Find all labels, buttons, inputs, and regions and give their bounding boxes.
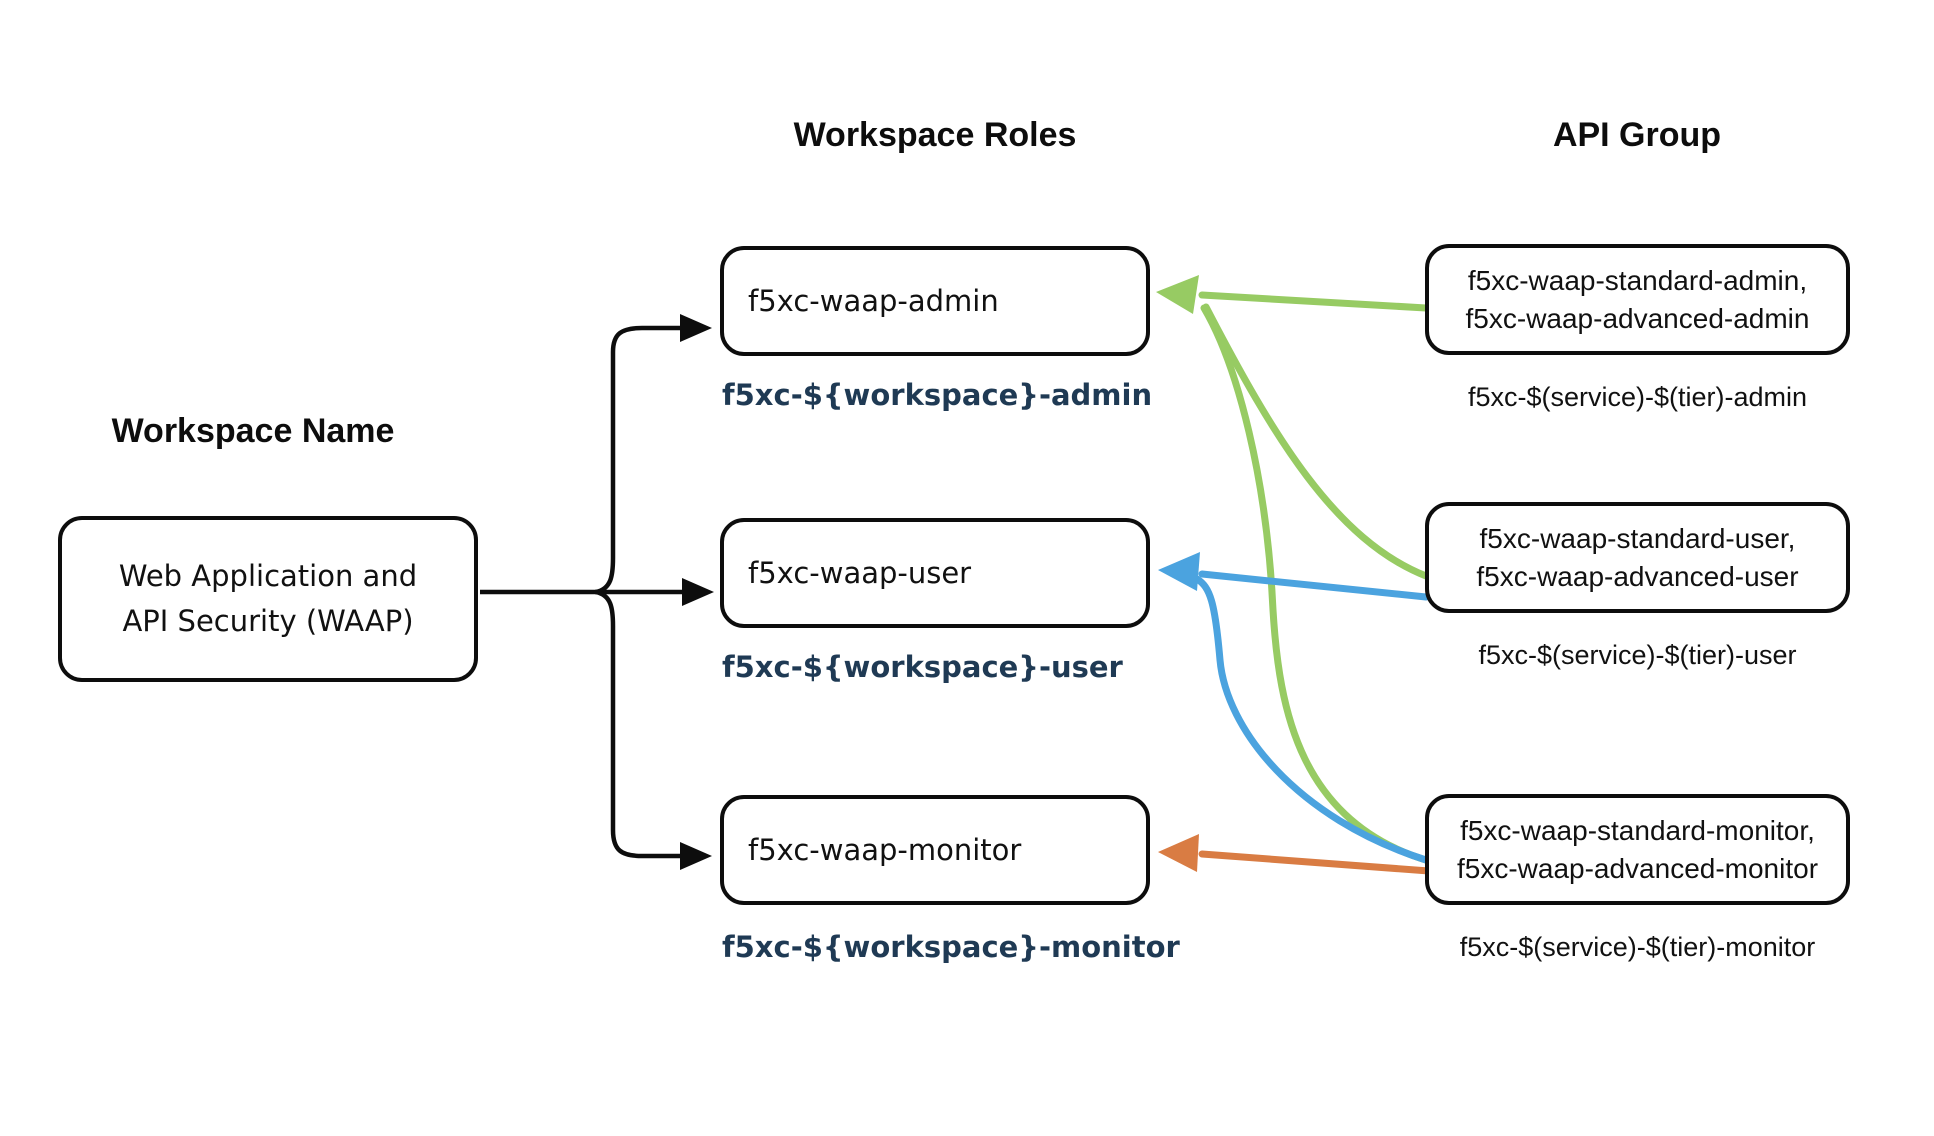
heading-workspace-name: Workspace Name [111,412,395,450]
role-admin-label: f5xc-waap-admin [748,284,999,318]
arrowhead-green-to-admin-role [1156,275,1199,314]
arrow-green-admin-apis-to-admin-role [1198,291,1430,312]
role-user-label: f5xc-waap-user [748,556,972,590]
api-group-monitor-line2: f5xc-waap-advanced-monitor [1456,852,1819,884]
api-group-admin-line1: f5xc-waap-standard-admin, [1467,264,1808,296]
arrowhead-orange-to-monitor-role [1158,834,1199,872]
api-group-monitor-line1: f5xc-waap-standard-monitor, [1460,814,1815,846]
heading-workspace-roles: Workspace Roles [793,116,1077,154]
api-group-template-user: f5xc-$(service)-$(tier)-user [1478,640,1797,670]
arrowhead-waap-to-user [682,578,714,606]
api-group-box-user: f5xc-waap-standard-user, f5xc-waap-advan… [1425,502,1850,613]
arrow-green-monitor-apis-to-admin-role [1200,304,1433,865]
role-box-monitor: f5xc-waap-monitor [720,795,1150,905]
role-monitor-label: f5xc-waap-monitor [748,833,1022,867]
workspace-name-line2: API Security (WAAP) [122,604,414,638]
arrow-blue-user-apis-to-user-role [1198,570,1430,601]
arrowhead-blue-to-user-role [1158,552,1200,591]
arrowhead-waap-to-admin [680,314,712,342]
heading-api-group: API Group [1552,116,1722,154]
role-template-admin: f5xc-${workspace}-admin [722,378,1153,412]
role-template-user: f5xc-${workspace}-user [722,650,1123,684]
api-group-box-monitor: f5xc-waap-standard-monitor, f5xc-waap-ad… [1425,794,1850,905]
arrow-blue-monitor-apis-to-user-role [1193,575,1430,864]
role-template-monitor: f5xc-${workspace}-monitor [722,930,1180,964]
role-box-user: f5xc-waap-user [720,518,1150,628]
api-group-box-admin: f5xc-waap-standard-admin, f5xc-waap-adva… [1425,244,1850,355]
workspace-name-box: Web Application and API Security (WAAP) [58,516,478,682]
arrow-green-user-apis-to-admin-role [1202,303,1430,580]
arrow-orange-monitor-apis-to-monitor-role [1198,850,1433,875]
api-group-admin-line2: f5xc-waap-advanced-admin [1465,302,1810,334]
workspace-name-line1: Web Application and [118,559,418,593]
api-group-template-admin: f5xc-$(service)-$(tier)-admin [1467,382,1808,412]
arrow-waap-to-monitor [593,589,685,859]
api-group-user-line2: f5xc-waap-advanced-user [1476,560,1799,592]
arrow-waap-to-admin [593,325,685,595]
arrowhead-waap-to-monitor [680,842,712,870]
api-group-template-monitor: f5xc-$(service)-$(tier)-monitor [1459,932,1816,962]
api-group-user-line1: f5xc-waap-standard-user, [1479,522,1796,554]
role-box-admin: f5xc-waap-admin [720,246,1150,356]
